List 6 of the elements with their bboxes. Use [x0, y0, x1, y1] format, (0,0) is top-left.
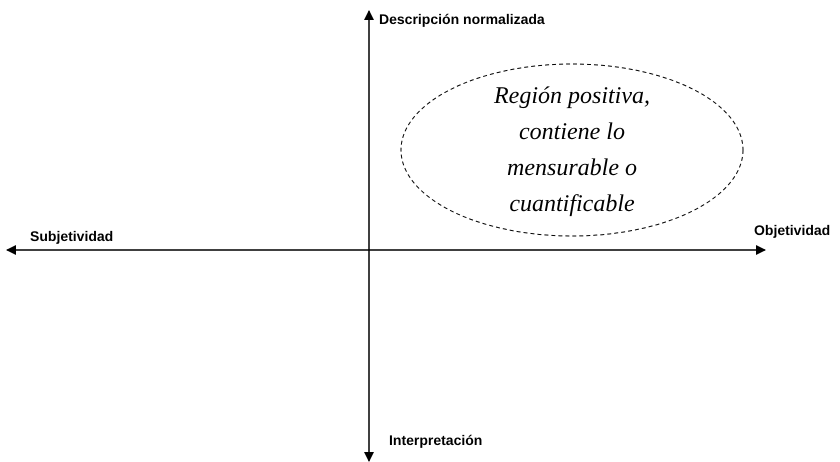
axis-label: Descripción normalizada [379, 11, 545, 27]
ellipse-text: Región positiva, contiene lo mensurable o cuantificable [492, 82, 651, 219]
dashed-ellipse [400, 63, 744, 237]
axis-label: Subjetividad [30, 228, 114, 244]
axis-label: Objetividad [754, 222, 830, 238]
axis-label: Interpretación [389, 432, 482, 448]
